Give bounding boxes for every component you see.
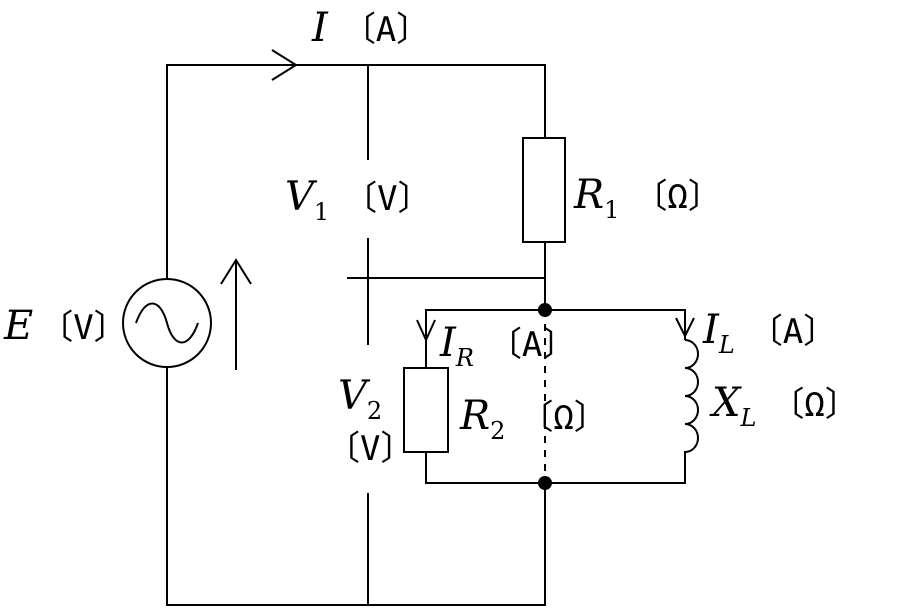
label-E-symbol: E	[4, 303, 34, 349]
resistor-R1	[522, 137, 566, 243]
emf-arrow	[220, 258, 252, 370]
label-R2-subscript: 2	[490, 417, 506, 445]
label-E: E〔V〕	[4, 306, 128, 346]
label-R1-symbol: R	[574, 172, 605, 218]
label-V2-unit: 〔V〕	[326, 429, 415, 469]
label-V1: V1 〔V〕	[285, 174, 432, 224]
label-IL-subscript: L	[718, 331, 735, 359]
label-IR-subscript: R	[455, 344, 474, 372]
label-V2-subscript: 2	[366, 397, 383, 425]
label-R1-subscript: 1	[604, 196, 620, 224]
label-I-unit: 〔A〕	[341, 10, 431, 50]
wire-parallel-network	[425, 309, 686, 484]
label-R2-unit: 〔Ω〕	[519, 398, 608, 438]
label-V1-symbol: V	[285, 174, 314, 220]
wire-outer-loop	[166, 64, 546, 606]
label-V2: V2	[338, 373, 382, 423]
current-arrow-IL	[675, 317, 695, 339]
label-IR: IR 〔A〕	[440, 320, 577, 370]
label-V1-subscript: 1	[313, 198, 330, 226]
label-V2-symbol: V	[338, 373, 367, 419]
ac-source-icon	[122, 278, 212, 368]
label-XL: XL 〔Ω〕	[712, 380, 859, 430]
label-IR-symbol: I	[440, 320, 456, 366]
label-IL-symbol: I	[703, 307, 719, 353]
current-arrow-I	[271, 49, 298, 81]
label-IL-unit: 〔A〕	[748, 312, 838, 352]
label-E-unit: 〔V〕	[39, 308, 128, 348]
label-R2: R2 〔Ω〕	[460, 393, 608, 443]
label-R1-unit: 〔Ω〕	[633, 177, 722, 217]
label-I: I 〔A〕	[312, 8, 430, 48]
junction-node-bottom	[538, 476, 552, 490]
label-XL-unit: 〔Ω〕	[770, 385, 859, 425]
label-XL-symbol: X	[712, 380, 741, 426]
label-R2-symbol: R	[460, 393, 491, 439]
junction-node-top	[538, 303, 552, 317]
label-IL: IL 〔A〕	[703, 307, 838, 357]
inductor-XL	[684, 339, 699, 455]
label-R1: R1 〔Ω〕	[574, 172, 722, 222]
current-arrow-IR	[416, 319, 436, 343]
label-IR-unit: 〔A〕	[487, 325, 577, 365]
resistor-R2	[403, 367, 449, 453]
label-XL-subscript: L	[740, 404, 757, 432]
sine-wave-icon	[135, 302, 199, 344]
label-V2-unit-wrap: 〔V〕	[326, 432, 414, 466]
label-V1-unit: 〔V〕	[343, 179, 432, 219]
voltage-line-V1	[347, 65, 545, 345]
label-I-symbol: I	[312, 5, 328, 51]
